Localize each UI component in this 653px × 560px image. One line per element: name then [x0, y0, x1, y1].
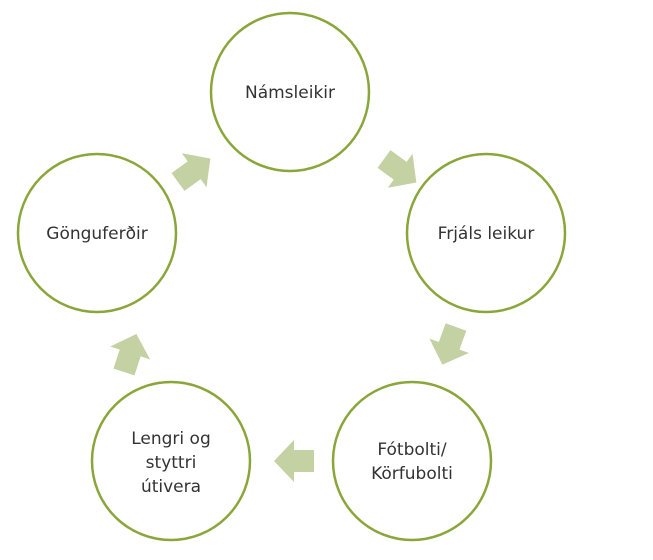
node-label: Körfubolti: [371, 464, 453, 484]
node-label: útivera: [141, 477, 201, 497]
node-label: Frjáls leikur: [438, 224, 535, 244]
node-circle: [331, 380, 493, 542]
arrow-namsleikir-to-frjals-leikur: [377, 150, 417, 188]
node-lengri-og-styttri-utivera: Lengri og styttri útivera: [90, 380, 252, 542]
arrow-fotbolti-to-lengri-og-styttri: [274, 440, 314, 482]
node-label: styttri: [146, 453, 197, 473]
node-label: Lengri og: [131, 429, 211, 449]
node-circle: [209, 11, 371, 173]
node-circle: [405, 152, 567, 314]
arrow-gonguferdir-to-namsleikir: [171, 153, 211, 191]
node-fotbolti-korfubolti: Fótbolti/ Körfubolti: [331, 380, 493, 542]
node-label: Gönguferðir: [46, 224, 147, 244]
node-label: Námsleikir: [245, 83, 335, 103]
node-label: Fótbolti/: [377, 440, 447, 460]
node-namsleikir: Námsleikir: [209, 11, 371, 173]
node-gonguferdir: Gönguferðir: [16, 152, 178, 314]
arrow-lengri-og-styttri-to-gonguferdir: [110, 333, 151, 376]
node-circle: [16, 152, 178, 314]
node-frjals-leikur: Frjáls leikur: [405, 152, 567, 314]
node-circle: [90, 380, 252, 542]
arrow-frjals-leikur-to-fotbolti: [429, 323, 469, 365]
